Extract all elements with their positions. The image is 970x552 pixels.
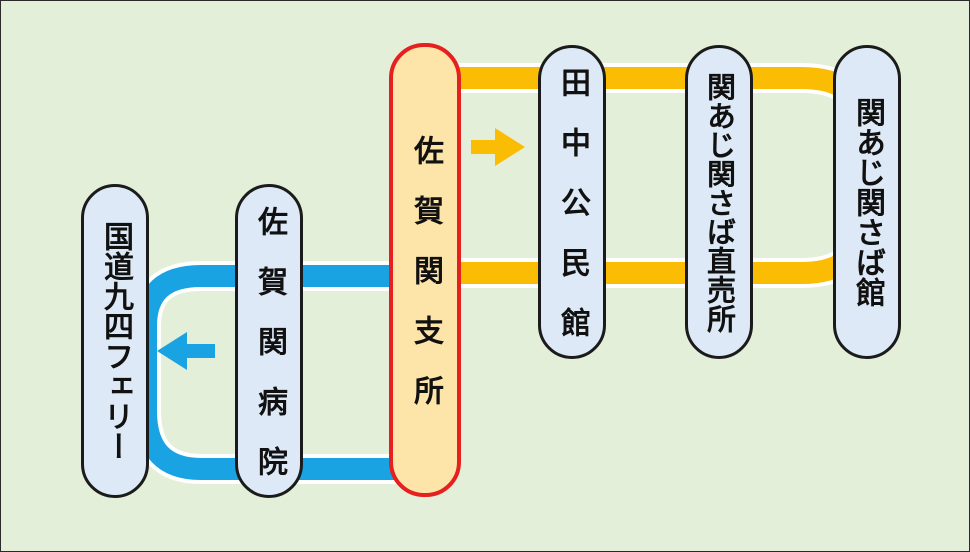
east-route-line (421, 63, 876, 288)
stop-saga-shisho: 佐 賀 関 支 所 (389, 43, 461, 497)
stop-tanaka-kominkan: 田 中 公 民 館 (538, 45, 606, 359)
stop-sekiaji-kan: 関あじ関さば館 (833, 45, 901, 359)
right-arrow-icon (471, 128, 525, 166)
stop-sekiaji-chokubaijo: 関あじ関さば直売所 (685, 45, 753, 359)
east-route-line-fill (421, 67, 872, 284)
stop-saga-byoin: 佐 賀 関 病 院 (235, 184, 303, 498)
stop-ferry: 国道九四フェリー (81, 184, 149, 498)
left-arrow-icon (157, 332, 215, 370)
